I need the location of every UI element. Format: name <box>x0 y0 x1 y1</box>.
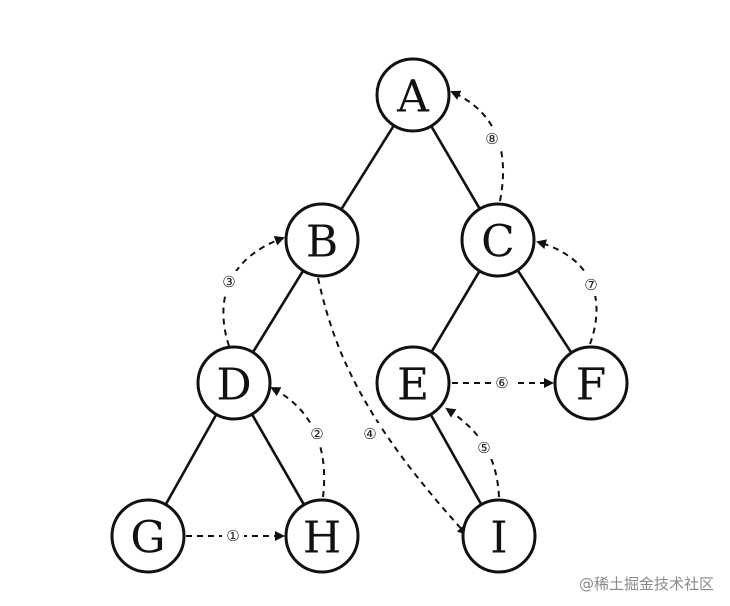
node-circle <box>375 345 451 421</box>
node-circle <box>553 345 629 421</box>
tree-edge-A-B <box>340 124 395 211</box>
thread-step-label: ② <box>310 425 323 443</box>
node-circle <box>284 498 360 574</box>
thread-step-background <box>218 271 240 293</box>
tree-edge-C-F <box>516 269 573 354</box>
tree-node-G: G <box>110 498 186 574</box>
thread-step-background <box>359 423 381 445</box>
tree-edge-D-G <box>164 413 218 506</box>
node-circle <box>460 202 536 278</box>
node-circle <box>461 498 537 574</box>
node-label: A <box>396 72 430 123</box>
thread-step-label: ④ <box>363 425 376 443</box>
tree-node-A: A <box>375 57 451 133</box>
tree-edge-E-I <box>429 413 483 506</box>
tree-node-D: D <box>196 345 272 421</box>
node-label: I <box>490 513 507 564</box>
thread-step-background <box>481 128 503 150</box>
thread-step-label: ③ <box>222 273 235 291</box>
node-circle <box>196 345 272 421</box>
node-label: F <box>576 360 607 411</box>
node-circle <box>375 57 451 133</box>
thread-step-background <box>491 372 513 394</box>
tree-edge-A-C <box>430 125 481 210</box>
thread-arrow-H-D <box>270 387 326 498</box>
thread-step-background <box>473 437 495 459</box>
tree-edge-C-E <box>430 270 481 353</box>
thread-arrow-C-A <box>450 90 505 202</box>
thread-arrow-B-I <box>317 277 468 536</box>
tree-node-B: B <box>284 202 360 278</box>
tree-node-I: I <box>461 498 537 574</box>
thread-step-label: ⑧ <box>485 130 498 148</box>
tree-node-E: E <box>375 345 451 421</box>
thread-step-label: ⑥ <box>495 374 508 392</box>
tree-node-C: C <box>460 202 536 278</box>
node-label: E <box>397 360 429 411</box>
node-label: G <box>130 513 165 564</box>
node-circle <box>110 498 186 574</box>
thread-arrow-I-E <box>445 407 500 498</box>
node-label: B <box>306 217 338 268</box>
tree-edge-D-H <box>250 413 306 506</box>
tree-edge-B-D <box>251 269 305 354</box>
thread-arrow-D-B <box>222 236 285 347</box>
watermark: @稀土掘金技术社区 <box>578 575 714 593</box>
tree-node-H: H <box>284 498 360 574</box>
node-label: D <box>216 360 251 411</box>
node-label: H <box>303 513 341 564</box>
node-label: C <box>481 217 515 268</box>
node-circle <box>284 202 360 278</box>
thread-step-label: ⑤ <box>477 439 490 457</box>
tree-node-F: F <box>553 345 629 421</box>
thread-step-label: ① <box>226 527 239 545</box>
thread-step-background <box>306 423 328 445</box>
thread-step-background <box>222 525 244 547</box>
thread-arrow-F-C <box>536 239 598 345</box>
thread-step-background <box>580 274 602 296</box>
thread-step-label: ⑦ <box>584 276 597 294</box>
